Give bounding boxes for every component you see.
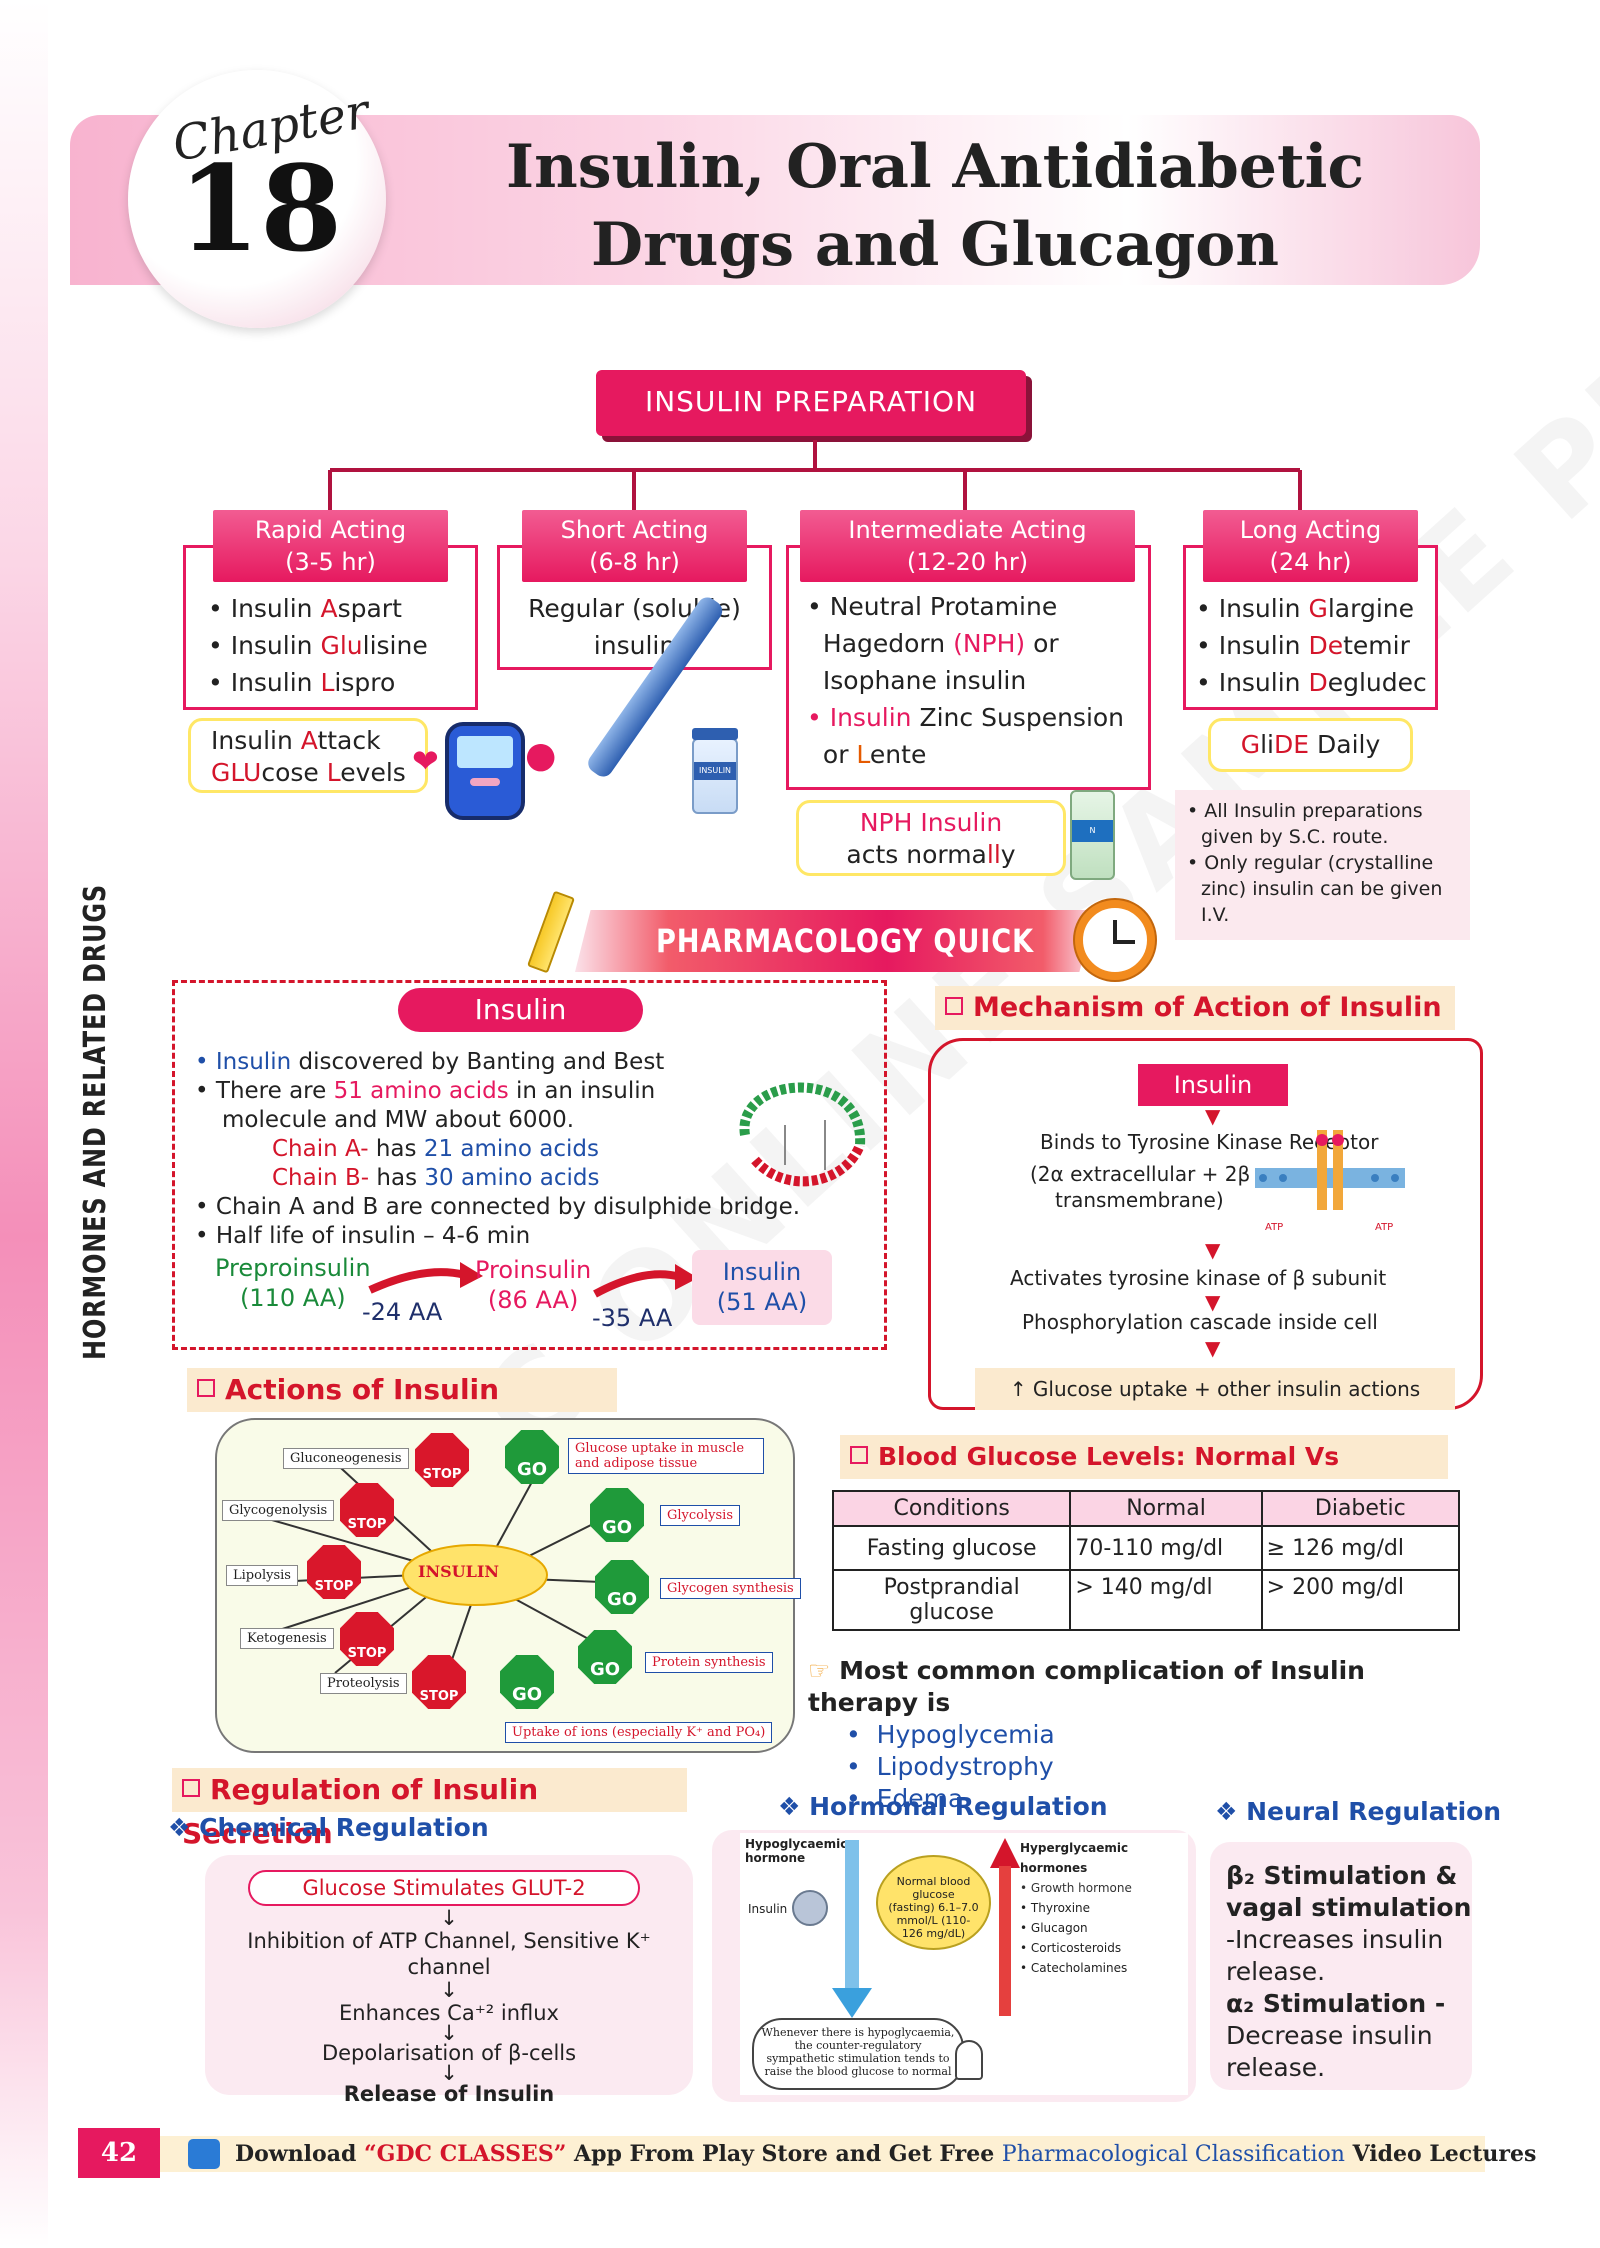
hormonal-regulation-heading: ❖ Hormonal Regulation: [778, 1792, 1108, 1821]
stop-icon: STOP: [412, 1655, 466, 1709]
chapter-badge: [128, 70, 386, 328]
moa-result: ↑ Glucose uptake + other insulin actions: [975, 1368, 1455, 1410]
doctor-character-icon: [955, 2040, 983, 2080]
heart-icon: ❤: [412, 742, 439, 780]
stop-icon: STOP: [340, 1483, 394, 1537]
insulin-vial-icon: INSULIN: [692, 728, 738, 814]
intermediate-acting-box: • Neutral Protamine Hagedorn (NPH) or Is…: [786, 545, 1151, 790]
rapid-acting-header: Rapid Acting (3-5 hr): [213, 510, 448, 582]
mnemonic-nph: NPH Insulin acts normally: [796, 800, 1066, 876]
actions-center: INSULIN: [418, 1562, 499, 1581]
insulin-molecule-illustration: [739, 1082, 866, 1187]
regulation-heading: Regulation of Insulin Secretion: [172, 1768, 687, 1850]
go-icon: GO: [500, 1655, 554, 1709]
footer-bar: [160, 2136, 1485, 2172]
page-number: 42: [78, 2128, 160, 2178]
mnemonic-long: GliDE Daily: [1208, 718, 1413, 772]
intermediate-acting-header: Intermediate Acting (12-20 hr): [800, 510, 1135, 582]
label-protein-synthesis: Protein synthesis: [645, 1652, 773, 1673]
svg-text:ATP: ATP: [1265, 1222, 1283, 1233]
glucometer-icon: [445, 722, 525, 820]
go-icon: GO: [590, 1488, 644, 1542]
chemical-steps: ↓ Inhibition of ATP Channel, Sensitive K…: [247, 1906, 651, 2107]
moa-pill: Insulin: [1138, 1064, 1288, 1106]
sympathetic-bubble: Whenever there is hypoglycaemia, the cou…: [752, 2018, 964, 2090]
chapter-number: 18: [178, 139, 343, 278]
moa-heading: Mechanism of Action of Insulin: [935, 986, 1455, 1030]
label-ketogenesis: Ketogenesis: [240, 1628, 334, 1649]
receptor-illustration: ATP ATP: [1255, 1130, 1405, 1233]
go-icon: GO: [595, 1560, 649, 1614]
proinsulin-label: Proinsulin (86 AA): [475, 1256, 592, 1314]
up-arrow-graphic: [990, 1838, 1020, 2016]
label-glycogenolysis: Glycogenolysis: [222, 1500, 335, 1521]
actions-heading: Actions of Insulin: [187, 1368, 617, 1412]
complications: ☞ Most common complication of Insulin th…: [808, 1656, 1365, 1813]
pointing-hand-icon: ☞: [808, 1656, 831, 1685]
cut-2: -35 AA: [592, 1304, 673, 1332]
blood-glucose-table: Conditions Normal Diabetic Fasting gluco…: [831, 1490, 1461, 1631]
insulin-box: [172, 980, 887, 1350]
neural-regulation-box: β₂ Stimulation & vagal stimulation -Incr…: [1210, 1842, 1472, 2090]
page-title: Insulin, Oral Antidiabetic Drugs and Glu…: [506, 132, 1364, 280]
prep-tree-lines: [328, 440, 1302, 510]
insulin-pill: Insulin: [398, 988, 643, 1032]
stop-icon: STOP: [415, 1433, 469, 1487]
label-ion-uptake: Uptake of ions (especially K⁺ and PO₄): [505, 1722, 773, 1743]
long-acting-header: Long Acting (24 hr): [1203, 510, 1418, 582]
arrow-1: [368, 1262, 483, 1294]
glut2-pill: Glucose Stimulates GLUT-2: [248, 1870, 640, 1906]
side-title: HORMONES AND RELATED DRUGS: [78, 884, 113, 1360]
label-glycogen-synthesis: Glycogen synthesis: [660, 1578, 801, 1599]
hypoglycaemic-title: Hypoglycaemic hormone: [745, 1837, 848, 1865]
label-gluconeogenesis: Gluconeogenesis: [283, 1448, 409, 1469]
blood-drop-icon: ●: [525, 735, 557, 776]
footer-text: Download “GDC CLASSES” App From Play Sto…: [235, 2141, 1537, 2167]
route-notes: • All Insulin preparations given by S.C.…: [1175, 790, 1470, 940]
side-band: [0, 0, 48, 2248]
nph-vial-icon: N: [1070, 790, 1115, 880]
quick-recap-banner: [575, 910, 1095, 972]
bg-heading: Blood Glucose Levels: Normal Vs Diabetic: [840, 1435, 1448, 1515]
stop-icon: STOP: [340, 1612, 394, 1666]
pencil-icon: [526, 890, 576, 974]
label-proteolysis: Proteolysis: [320, 1673, 407, 1694]
go-icon: GO: [505, 1430, 559, 1484]
short-acting-header: Short Acting (6-8 hr): [522, 510, 747, 582]
go-icon: GO: [578, 1630, 632, 1684]
hyperglycaemic-list: Hyperglycaemic hormones • Growth hormone…: [1020, 1841, 1132, 1975]
neural-regulation-heading: ❖ Neural Regulation: [1215, 1797, 1502, 1826]
label-glucose-uptake: Glucose uptake in muscle and adipose tis…: [568, 1438, 764, 1474]
insulin-preparation-root: INSULIN PREPARATION: [596, 370, 1026, 436]
arrow-2: [593, 1264, 698, 1298]
alarm-clock-icon: [1075, 900, 1155, 980]
insulin-final-label: Insulin (51 AA): [692, 1250, 832, 1325]
quick-recap-text: PHARMACOLOGY QUICK RECAP: [656, 922, 1034, 1006]
down-arrow-graphic: [832, 1840, 872, 2018]
svg-text:ATP: ATP: [1375, 1222, 1393, 1233]
gdc-app-icon: [188, 2139, 220, 2169]
hypo-insulin-label: Insulin: [748, 1902, 788, 1916]
label-glycolysis: Glycolysis: [660, 1505, 740, 1526]
chemical-regulation-heading: ❖ Chemical Regulation: [168, 1813, 489, 1842]
stop-icon: STOP: [307, 1545, 361, 1599]
label-lipolysis: Lipolysis: [226, 1565, 298, 1586]
insulin-facts: • Insulin discovered by Banting and Best…: [195, 1049, 801, 1249]
cut-1: -24 AA: [362, 1298, 443, 1326]
normal-glucose-oval: Normal blood glucose (fasting) 6.1–7.0 m…: [876, 1855, 991, 1950]
insulin-character-icon: [792, 1890, 828, 1926]
preproinsulin-label: Preproinsulin (110 AA): [215, 1254, 371, 1312]
mnemonic-rapid: Insulin Attack GLUcose Levels: [188, 718, 428, 793]
